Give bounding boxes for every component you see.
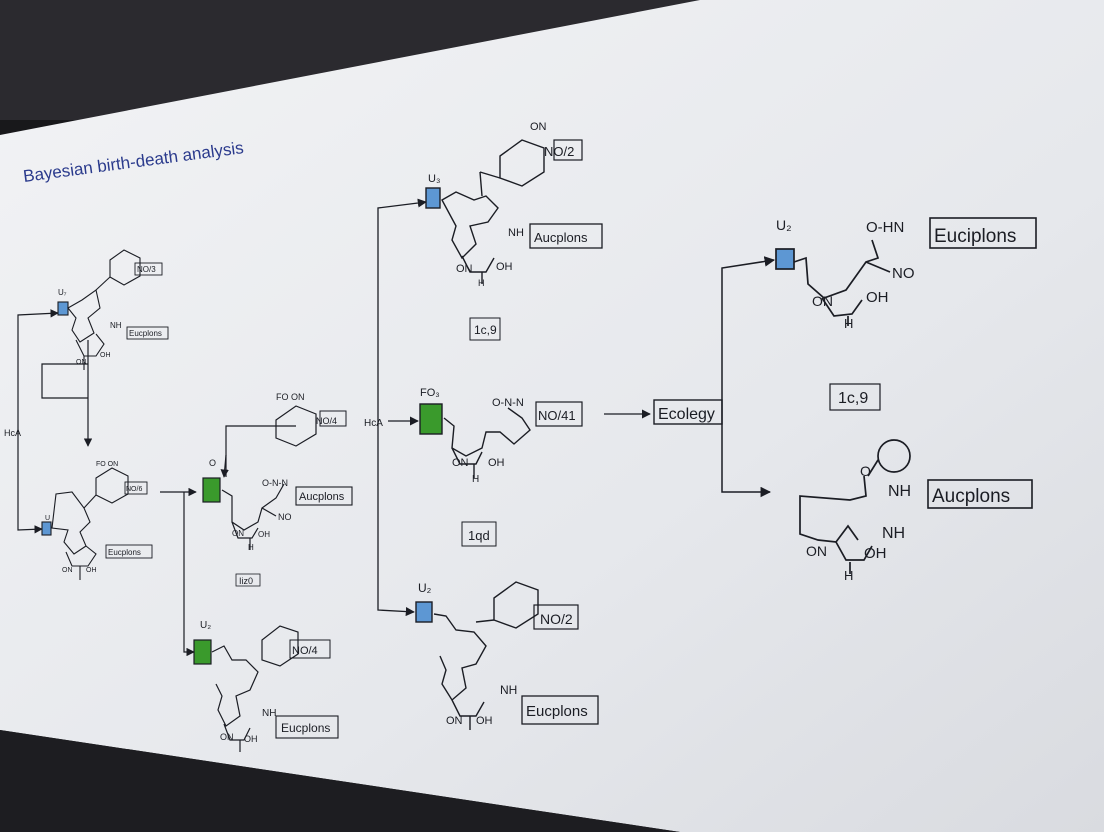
mid-top-subscript: O (209, 458, 216, 468)
mid-top-upper: FO ON (276, 392, 305, 402)
center-bottom-tag: Eucplons (526, 703, 588, 720)
molecule-right-top (775, 217, 1037, 326)
left-bottom-tag: Eucplons (108, 548, 141, 557)
center-mid-caption: 1qd (461, 521, 497, 547)
center-column-connectors: HcA (364, 198, 651, 617)
mid-top-tag: Aucplons (299, 491, 345, 503)
molecule-center-bottom (415, 581, 599, 730)
right-caption: 1c,9 (829, 383, 881, 411)
mid-bottom-nh: NH (262, 708, 276, 719)
center-top-subscript: U₃ (428, 173, 440, 185)
right-top-on: ON (812, 293, 833, 309)
middle-column-connectors (183, 425, 296, 657)
left-bottom-group: NO/6 (126, 486, 142, 493)
center-top-caption: 1c,9 (469, 317, 501, 341)
molecule-right-bottom (799, 439, 1033, 574)
mid-bottom-on: ON (220, 732, 234, 742)
node-blue-left-top (57, 301, 69, 316)
right-bottom-nh: NH (888, 483, 911, 500)
mid-bottom-oh: OH (244, 734, 258, 744)
molecule-center-top (425, 139, 603, 284)
mid-bottom-group: NO/4 (292, 645, 318, 657)
center-bottom-nh: NH (500, 683, 517, 697)
right-bottom-oh: OH (864, 545, 887, 562)
left-input-label: HcA (4, 428, 21, 438)
left-top-on: ON (76, 359, 87, 366)
center-top-oh: OH (496, 261, 513, 273)
node-blue-left-bottom (41, 521, 52, 536)
molecule-left-top (57, 249, 169, 370)
right-top-no: NO (892, 265, 915, 282)
center-bottom-on: ON (446, 715, 463, 727)
center-bottom-group: NO/2 (540, 611, 573, 627)
center-bottom-oh: OH (476, 715, 493, 727)
right-top-group: O-HN (866, 219, 904, 236)
center-mid-h: H (472, 474, 479, 485)
left-column: HcA (4, 309, 197, 534)
ecology-label: Ecolegy (658, 406, 715, 423)
node-green-center-mid (419, 403, 443, 435)
right-top-tag: Euciplons (934, 226, 1016, 247)
molecule-mid-top (202, 405, 353, 550)
mid-bottom-tag: Eucplons (281, 721, 330, 735)
mid-input-label: HcA (364, 418, 383, 429)
center-mid-on: ON (452, 457, 469, 469)
center-mid-oh: OH (488, 457, 505, 469)
right-top-subscript: U₂ (776, 217, 792, 233)
right-bottom-nh2: NH (882, 525, 905, 542)
left-top-tag: Eucplons (129, 329, 162, 338)
center-top-on: ON (456, 263, 473, 275)
left-top-group: NO/3 (137, 265, 156, 274)
right-bottom-on: ON (806, 543, 827, 559)
left-bottom-oh: OH (86, 567, 97, 574)
mid-top-branch: O-N-N (262, 478, 288, 488)
center-top-h: H (478, 278, 485, 288)
left-bottom-on: ON (62, 567, 73, 574)
right-bottom-tag: Aucplons (932, 486, 1010, 507)
molecule-left-bottom (41, 467, 153, 580)
center-mid-caption-text: 1qd (468, 528, 490, 543)
node-blue-right-top (775, 248, 795, 270)
node-green-mid-top (202, 477, 221, 503)
mid-caption: Iiz0 (235, 573, 261, 587)
left-top-subscript: U₇ (58, 288, 67, 297)
mid-bottom-subscript: U₂ (200, 620, 211, 631)
mid-top-group: NO/4 (316, 416, 337, 426)
floor-shadow (0, 730, 680, 832)
right-top-h: H (844, 316, 853, 331)
right-bottom-o: O (860, 463, 871, 479)
molecule-mid-bottom (193, 625, 339, 752)
left-bottom-subscript: U (45, 515, 50, 522)
mid-top-h: H (248, 543, 254, 552)
left-bottom-top: FO ON (96, 461, 118, 468)
mid-caption-text: Iiz0 (239, 576, 253, 586)
center-top-group: NO/2 (544, 144, 574, 159)
center-mid-branch: O-N-N (492, 397, 524, 409)
right-connectors (721, 256, 776, 498)
center-mid-group: NO/41 (538, 408, 576, 423)
mid-top-oh: OH (258, 530, 270, 539)
center-top-tag: Aucplons (534, 230, 588, 245)
center-mid-subscript: FO₃ (420, 387, 440, 399)
center-top-caption-text: 1c,9 (474, 323, 497, 337)
mid-top-on: ON (232, 529, 244, 538)
node-blue-center-top (425, 187, 441, 209)
left-top-oh: OH (100, 352, 111, 359)
node-green-mid-bottom (193, 639, 212, 665)
center-top-on-label: ON (530, 121, 547, 133)
node-blue-center-bottom (415, 601, 433, 623)
right-top-oh: OH (866, 289, 889, 306)
molecule-center-mid (419, 401, 583, 478)
mid-top-no: NO (278, 512, 292, 522)
left-top-nh: NH (110, 321, 122, 330)
center-bottom-subscript: U₂ (418, 581, 432, 595)
right-caption-text: 1c,9 (838, 390, 868, 407)
center-top-nh: NH (508, 227, 524, 239)
right-bottom-h: H (844, 568, 853, 583)
